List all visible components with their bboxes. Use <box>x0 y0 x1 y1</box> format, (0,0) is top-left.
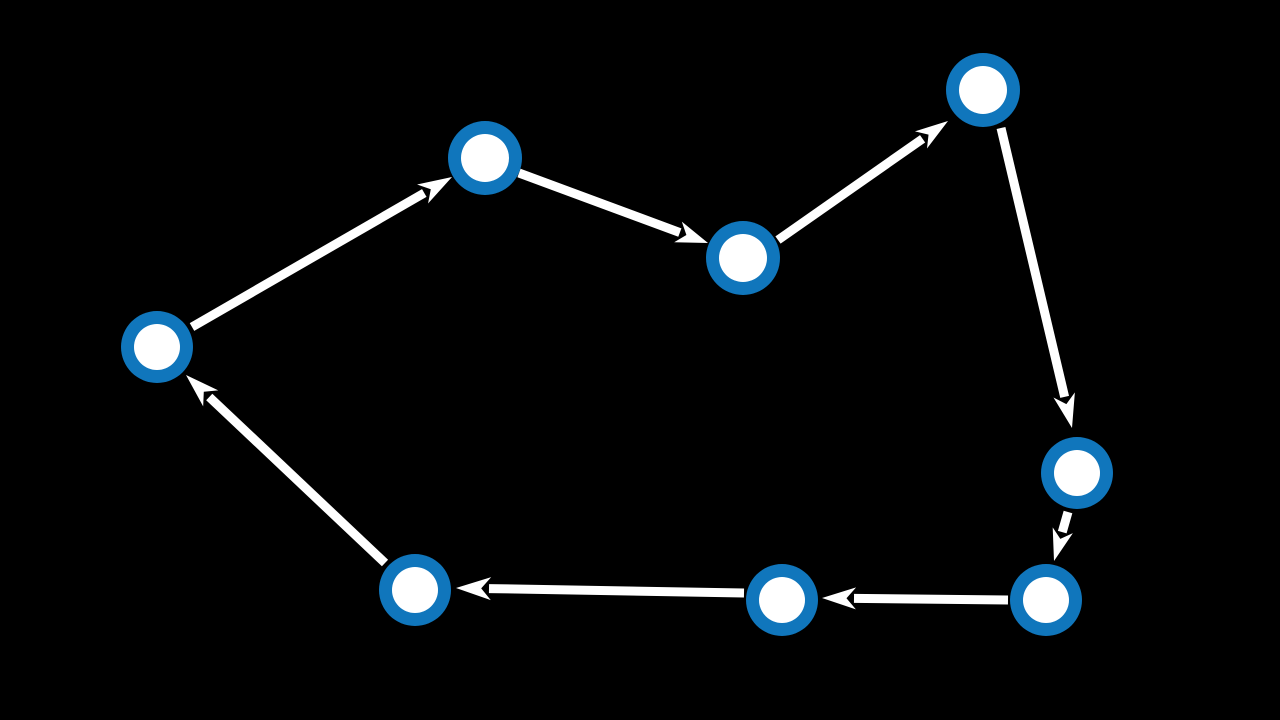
graph-edge-line <box>206 393 389 567</box>
graph-node[interactable] <box>1041 437 1113 509</box>
graph-edge-line <box>853 593 1009 605</box>
graph-edge[interactable] <box>186 375 389 567</box>
graph-edge-arrowhead-icon <box>417 177 452 204</box>
node-layer <box>121 53 1113 636</box>
graph-edge-arrowhead-icon <box>186 375 219 407</box>
graph-node-core <box>959 66 1007 114</box>
graph-edge-line <box>996 126 1070 398</box>
graph-edge-arrowhead-icon <box>456 577 492 601</box>
graph-edge-arrowhead-icon <box>822 587 857 610</box>
graph-node-core <box>1023 577 1069 623</box>
graph-edge-arrowhead-icon <box>1053 392 1075 428</box>
graph-node[interactable] <box>746 564 818 636</box>
graph-node[interactable] <box>946 53 1020 127</box>
graph-node[interactable] <box>1010 564 1082 636</box>
graph-edge-arrowhead-icon <box>1052 527 1073 561</box>
graph-edge[interactable] <box>775 121 948 244</box>
graph-edge[interactable] <box>456 577 745 601</box>
graph-edge[interactable] <box>996 126 1075 428</box>
graph-edge-line <box>1057 510 1073 534</box>
edge-layer <box>186 121 1075 610</box>
graph-node-core <box>759 577 805 623</box>
graph-edge[interactable] <box>1052 510 1073 561</box>
graph-edge-line <box>775 135 926 244</box>
graph-node-core <box>1054 450 1100 496</box>
graph-node-core <box>134 324 180 370</box>
graph-edge-line <box>488 584 745 598</box>
graph-node[interactable] <box>121 311 193 383</box>
graph-node-core <box>461 134 509 182</box>
graph-edge[interactable] <box>822 587 1009 610</box>
graph-edge[interactable] <box>517 168 708 243</box>
graph-edge-arrowhead-icon <box>674 221 708 243</box>
graph-edge-line <box>189 189 427 331</box>
graph-node[interactable] <box>379 554 451 626</box>
graph-node-core <box>719 234 767 282</box>
graph-edge-arrowhead-icon <box>914 121 948 149</box>
graph-node-core <box>392 567 438 613</box>
graph-edge[interactable] <box>189 177 452 331</box>
graph-node[interactable] <box>448 121 522 195</box>
graph-edge-line <box>517 168 682 237</box>
graph-node[interactable] <box>706 221 780 295</box>
